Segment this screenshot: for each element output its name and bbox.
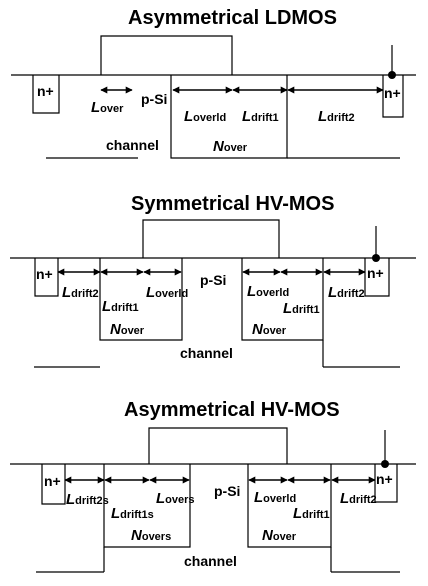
- n-plus-right-region: [364, 258, 390, 297]
- l-over-label: Lover: [91, 99, 124, 116]
- l-overs-label: Lovers: [156, 490, 195, 507]
- n-plus-left-region: [41, 464, 66, 505]
- n-over-label: Nover: [262, 527, 297, 544]
- n-plus-right-label: n+: [384, 85, 401, 101]
- p-si-label: p-Si: [200, 272, 226, 288]
- l-drift2-left-label: Ldrift2: [62, 284, 99, 301]
- channel-label: channel: [106, 137, 159, 153]
- n-plus-left-region: [34, 258, 59, 297]
- n-plus-right-region: [382, 75, 404, 118]
- l-overld-right-label: Loverld: [247, 283, 289, 300]
- drain-contact-dot: [388, 71, 396, 79]
- diagram-asymmetrical-hv-mos: Asymmetrical HV-MOS n+ n+ Ldrift2s Ldrif…: [10, 399, 416, 573]
- diagram2-title: Symmetrical HV-MOS: [131, 193, 334, 215]
- diagram1-title: Asymmetrical LDMOS: [128, 7, 337, 29]
- n-plus-left-label: n+: [37, 83, 54, 99]
- l-overld-label: Loverld: [184, 108, 226, 125]
- n-overs-label: Novers: [131, 527, 171, 544]
- l-overld-label: Loverld: [254, 489, 296, 506]
- drift-region-outline: [170, 75, 288, 159]
- n-plus-left-label: n+: [44, 473, 61, 489]
- gate-outline: [100, 35, 233, 75]
- diagram-symmetrical-hv-mos: Symmetrical HV-MOS n+ n+ Ldrift2 Ldrift1…: [10, 193, 416, 368]
- left-drift-region: [99, 258, 183, 341]
- n-plus-right-label: n+: [376, 471, 393, 487]
- l-drift2-right-label: Ldrift2: [328, 284, 365, 301]
- drain-contact-dot: [381, 460, 389, 468]
- l-drift1-label: Ldrift1: [242, 108, 279, 125]
- l-drift1-label: Ldrift1: [293, 505, 330, 522]
- left-drift-region: [103, 464, 191, 548]
- l-drift1-left-label: Ldrift1: [102, 298, 139, 315]
- n-over-left-label: Nover: [110, 321, 145, 338]
- n-plus-left-label: n+: [36, 266, 53, 282]
- n-over-right-label: Nover: [252, 321, 287, 338]
- gate-outline: [142, 219, 280, 258]
- l-drift1-right-label: Ldrift1: [283, 300, 320, 317]
- p-si-label: p-Si: [214, 483, 240, 499]
- n-plus-left-region: [32, 75, 60, 114]
- l-drift2-label: Ldrift2: [318, 108, 355, 125]
- channel-label: channel: [184, 553, 237, 569]
- n-over-label: Nover: [213, 138, 248, 155]
- p-si-label: p-Si: [141, 91, 167, 107]
- l-drift2-label: Ldrift2: [340, 490, 377, 507]
- right-drift-region: [247, 464, 332, 548]
- n-plus-right-label: n+: [367, 265, 384, 281]
- right-drift-region: [241, 258, 324, 341]
- channel-label: channel: [180, 345, 233, 361]
- drain-contact-dot: [372, 254, 380, 262]
- diagram-asymmetrical-ldmos: Asymmetrical LDMOS n+ n+ Lover p-Si Love…: [11, 7, 416, 159]
- l-overld-left-label: Loverld: [146, 284, 188, 301]
- diagram3-title: Asymmetrical HV-MOS: [124, 399, 340, 421]
- l-drift2s-label: Ldrift2s: [66, 491, 109, 508]
- l-drift1s-label: Ldrift1s: [111, 505, 154, 522]
- gate-outline: [148, 427, 288, 464]
